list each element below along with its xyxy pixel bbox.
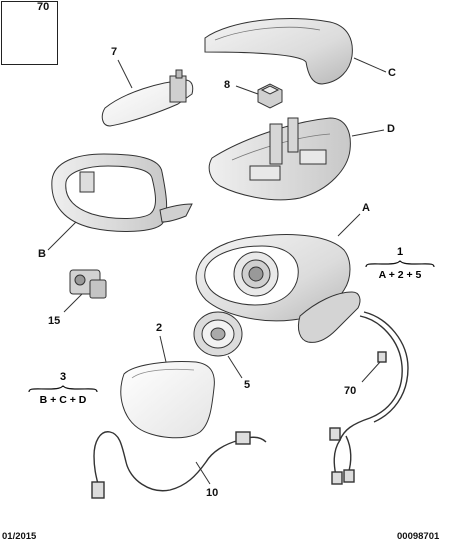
callout-D: D <box>387 123 395 135</box>
motor-drawing <box>69 269 107 299</box>
mirror-harness-drawing <box>329 311 409 485</box>
callout-8: 8 <box>224 79 231 91</box>
footer-reference: 00098701 <box>397 531 440 542</box>
heating-harness-drawing <box>91 431 267 499</box>
callout-C: C <box>388 67 396 79</box>
callout-15: 15 <box>48 315 61 327</box>
callout-5: 5 <box>244 379 251 391</box>
callout-A: A <box>362 202 370 214</box>
mirror-assembly-drawing <box>195 234 361 343</box>
mirror-glass-drawing <box>120 361 215 439</box>
leader-7 <box>117 59 133 89</box>
leader-8 <box>235 85 259 95</box>
inset-box <box>1 1 58 65</box>
footer-date: 01/2015 <box>2 531 37 542</box>
callout-7: 7 <box>111 46 118 58</box>
leader-10 <box>195 461 211 485</box>
leader-2 <box>159 335 167 363</box>
group-1-number: 1 <box>396 246 404 258</box>
group-3-brace <box>28 385 98 393</box>
housing-carrier-drawing <box>208 117 351 201</box>
leader-D <box>351 129 385 137</box>
callout-inset-70: 70 <box>37 1 50 13</box>
leader-A <box>337 213 361 237</box>
callout-B: B <box>38 248 46 260</box>
leader-5 <box>227 355 243 379</box>
turn-signal-drawing <box>101 69 194 127</box>
group-3-formula: B + C + D <box>39 394 87 406</box>
group-1-brace <box>365 260 435 268</box>
mirror-cover-drawing <box>204 18 353 85</box>
group-3: 3 B + C + D <box>20 372 106 406</box>
leader-B <box>47 221 77 251</box>
group-1: 1 A + 2 + 5 <box>360 247 440 281</box>
leader-15 <box>63 293 83 313</box>
mirror-frame-drawing <box>51 153 193 232</box>
group-1-formula: A + 2 + 5 <box>378 269 422 281</box>
leader-70 <box>361 361 381 383</box>
backing-plate-drawing <box>193 311 243 357</box>
callout-70: 70 <box>344 385 357 397</box>
callout-10: 10 <box>206 487 219 499</box>
clip-drawing <box>257 83 283 109</box>
callout-2: 2 <box>156 322 163 334</box>
leader-C <box>353 57 387 73</box>
group-3-number: 3 <box>59 371 67 383</box>
